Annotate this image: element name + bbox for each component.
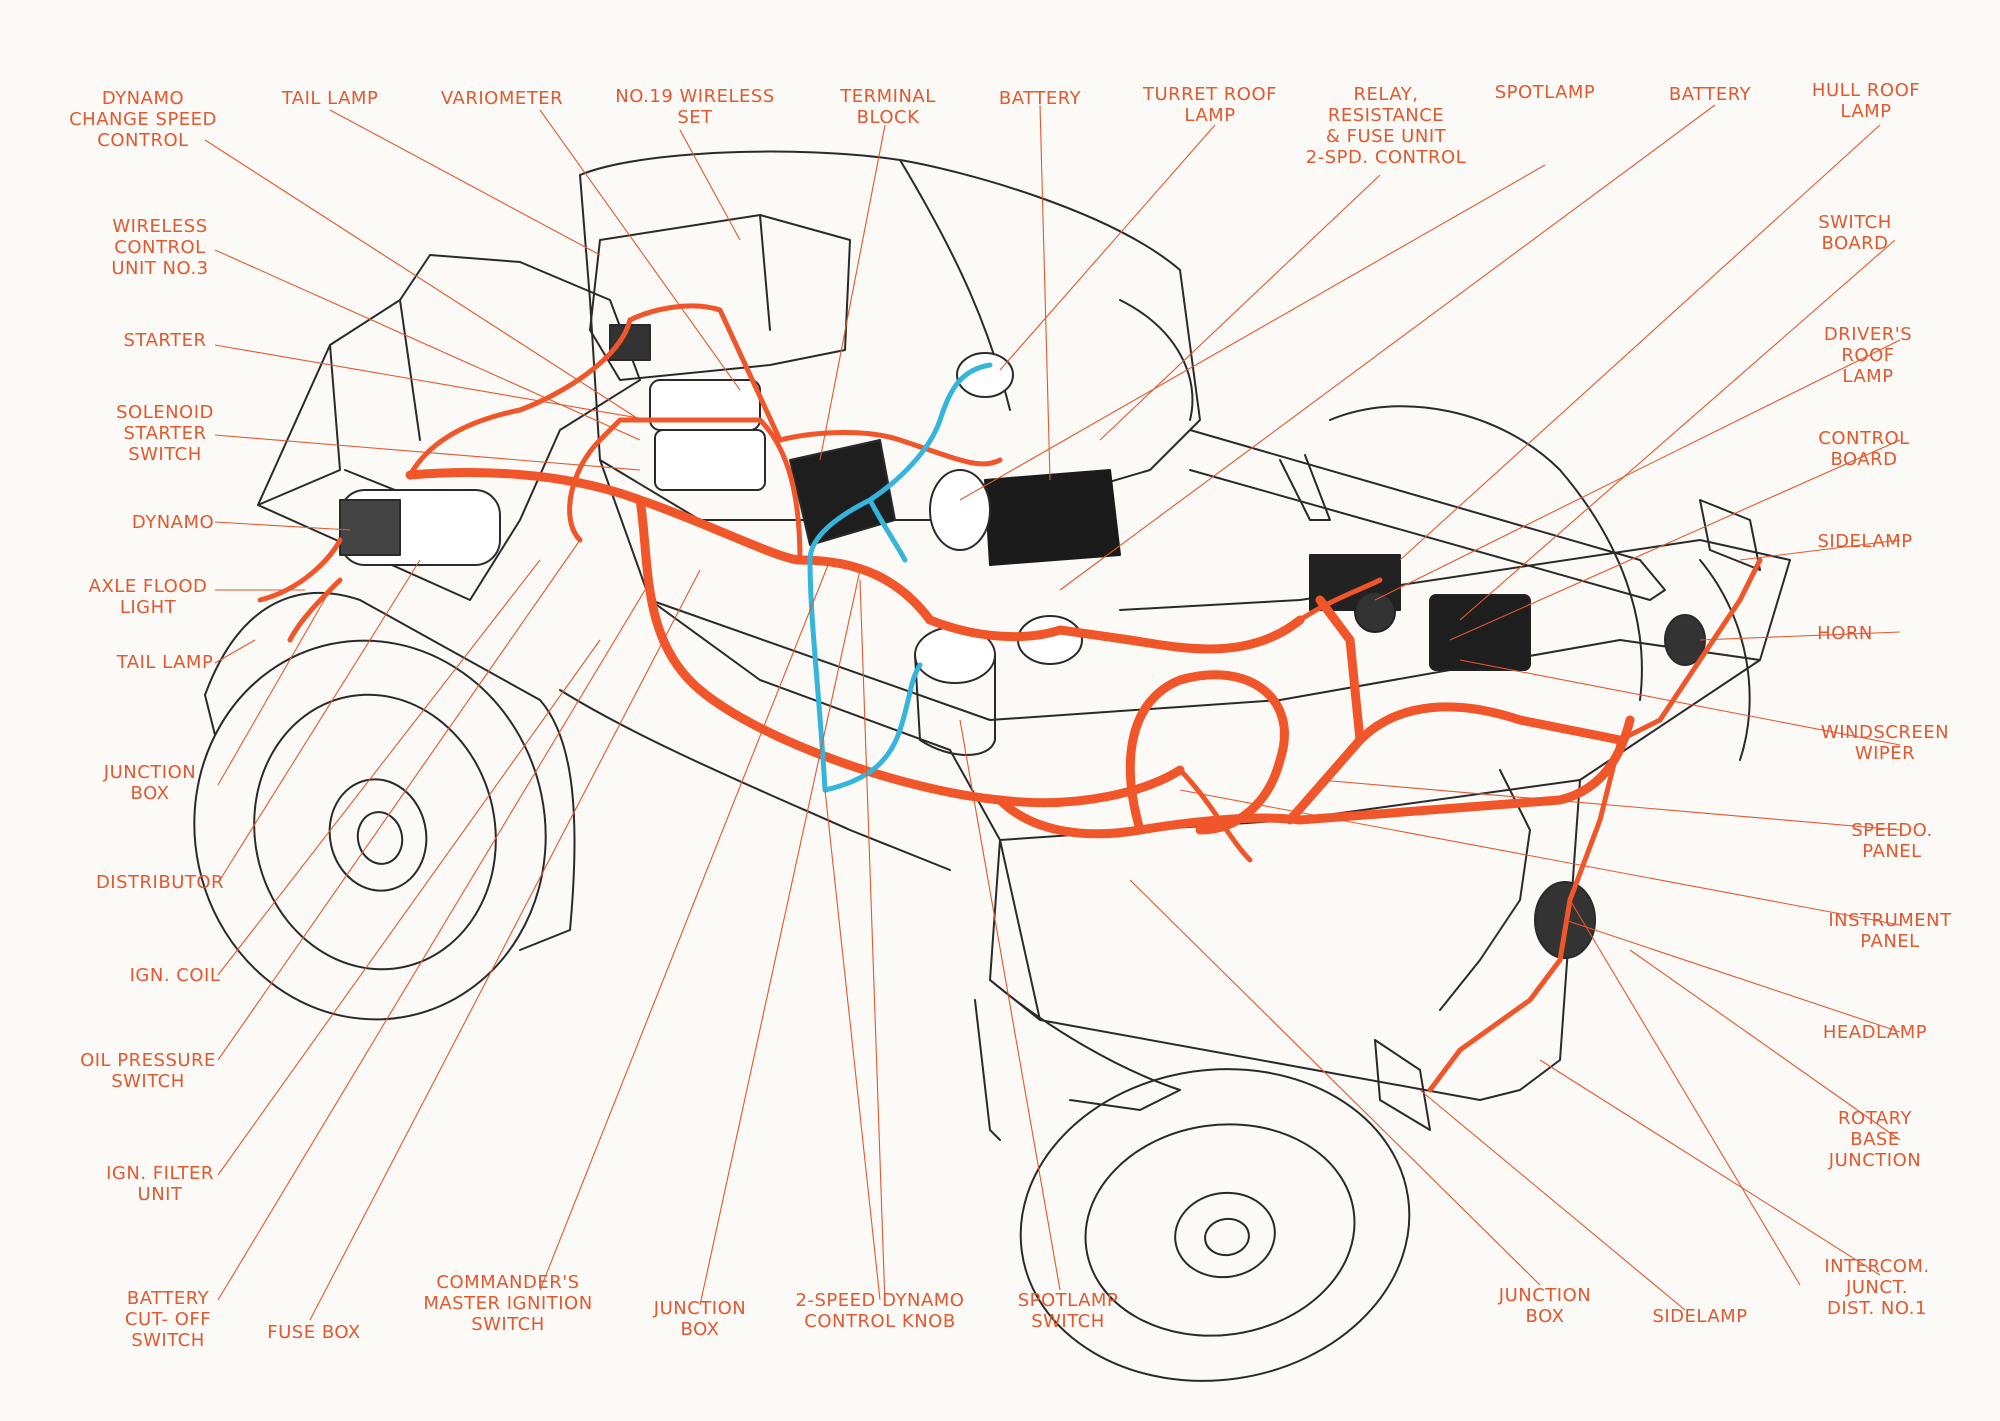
label-rotary-base-junction: ROTARY BASE JUNCTION — [1828, 1108, 1922, 1171]
label-hull-roof-lamp: HULL ROOF LAMP — [1811, 80, 1921, 122]
label-axle-flood-light: AXLE FLOOD LIGHT — [88, 576, 208, 618]
label-variometer: VARIOMETER — [440, 88, 564, 109]
label-sidelamp-bottom: SIDELAMP — [1652, 1306, 1748, 1327]
label-tail-lamp-top: TAIL LAMP — [281, 88, 379, 109]
label-sidelamp-right: SIDELAMP — [1817, 531, 1913, 552]
label-junction-box-bottom: JUNCTION BOX — [653, 1298, 747, 1340]
label-solenoid-starter-switch: SOLENOID STARTER SWITCH — [116, 402, 214, 465]
label-fuse-box: FUSE BOX — [267, 1322, 361, 1343]
label-windscreen-wiper: WINDSCREEN WIPER — [1820, 722, 1950, 764]
label-battery-top: BATTERY — [998, 88, 1082, 109]
label-dynamo: DYNAMO — [131, 512, 215, 533]
label-headlamp: HEADLAMP — [1822, 1022, 1928, 1043]
red-wiring — [257, 303, 1763, 1093]
label-control-board: CONTROL BOARD — [1818, 428, 1910, 470]
label-switch-board: SWITCH BOARD — [1818, 212, 1892, 254]
label-oil-pressure-switch: OIL PRESSURE SWITCH — [80, 1050, 216, 1092]
label-no19-wireless-set: NO.19 WIRELESS SET — [615, 86, 775, 128]
label-battery-top-right: BATTERY — [1668, 84, 1752, 105]
label-drivers-roof-lamp: DRIVER'S ROOF LAMP — [1823, 324, 1913, 387]
label-tail-lamp-left: TAIL LAMP — [116, 652, 214, 673]
label-terminal-block: TERMINAL BLOCK — [840, 86, 936, 128]
label-battery-cut-off-switch: BATTERY CUT- OFF SWITCH — [124, 1288, 212, 1351]
label-ign-filter-unit: IGN. FILTER UNIT — [106, 1163, 214, 1205]
label-starter: STARTER — [123, 330, 207, 351]
label-instrument-panel: INSTRUMENT PANEL — [1828, 910, 1952, 952]
blue-wiring — [807, 362, 993, 793]
vehicle-body-outline — [193, 150, 1791, 1382]
label-distributor: DISTRIBUTOR — [95, 872, 225, 893]
label-wireless-control-unit: WIRELESS CONTROL UNIT NO.3 — [111, 216, 209, 279]
label-relay-resistance-fuse-unit: RELAY, RESISTANCE & FUSE UNIT 2-SPD. CON… — [1305, 84, 1467, 168]
label-junction-box-bottom-right: JUNCTION BOX — [1498, 1285, 1592, 1327]
label-spotlamp-switch: SPOTLAMP SWITCH — [1017, 1290, 1119, 1332]
label-intercom-junct-dist: INTERCOM. JUNCT. DIST. NO.1 — [1824, 1256, 1930, 1319]
label-commanders-master-ignition-switch: COMMANDER'S MASTER IGNITION SWITCH — [423, 1272, 593, 1335]
label-horn: HORN — [1817, 623, 1873, 644]
leader-lines — [204, 104, 1901, 1321]
label-speedo-panel: SPEEDO. PANEL — [1851, 820, 1933, 862]
label-junction-box-left: JUNCTION BOX — [103, 762, 197, 804]
label-ign-coil: IGN. COIL — [129, 965, 221, 986]
label-two-speed-dynamo-control-knob: 2-SPEED DYNAMO CONTROL KNOB — [795, 1290, 965, 1332]
label-dynamo-change-speed-control: DYNAMO CHANGE SPEED CONTROL — [69, 88, 217, 151]
label-spotlamp-top: SPOTLAMP — [1494, 82, 1596, 103]
label-turret-roof-lamp: TURRET ROOF LAMP — [1143, 84, 1277, 126]
